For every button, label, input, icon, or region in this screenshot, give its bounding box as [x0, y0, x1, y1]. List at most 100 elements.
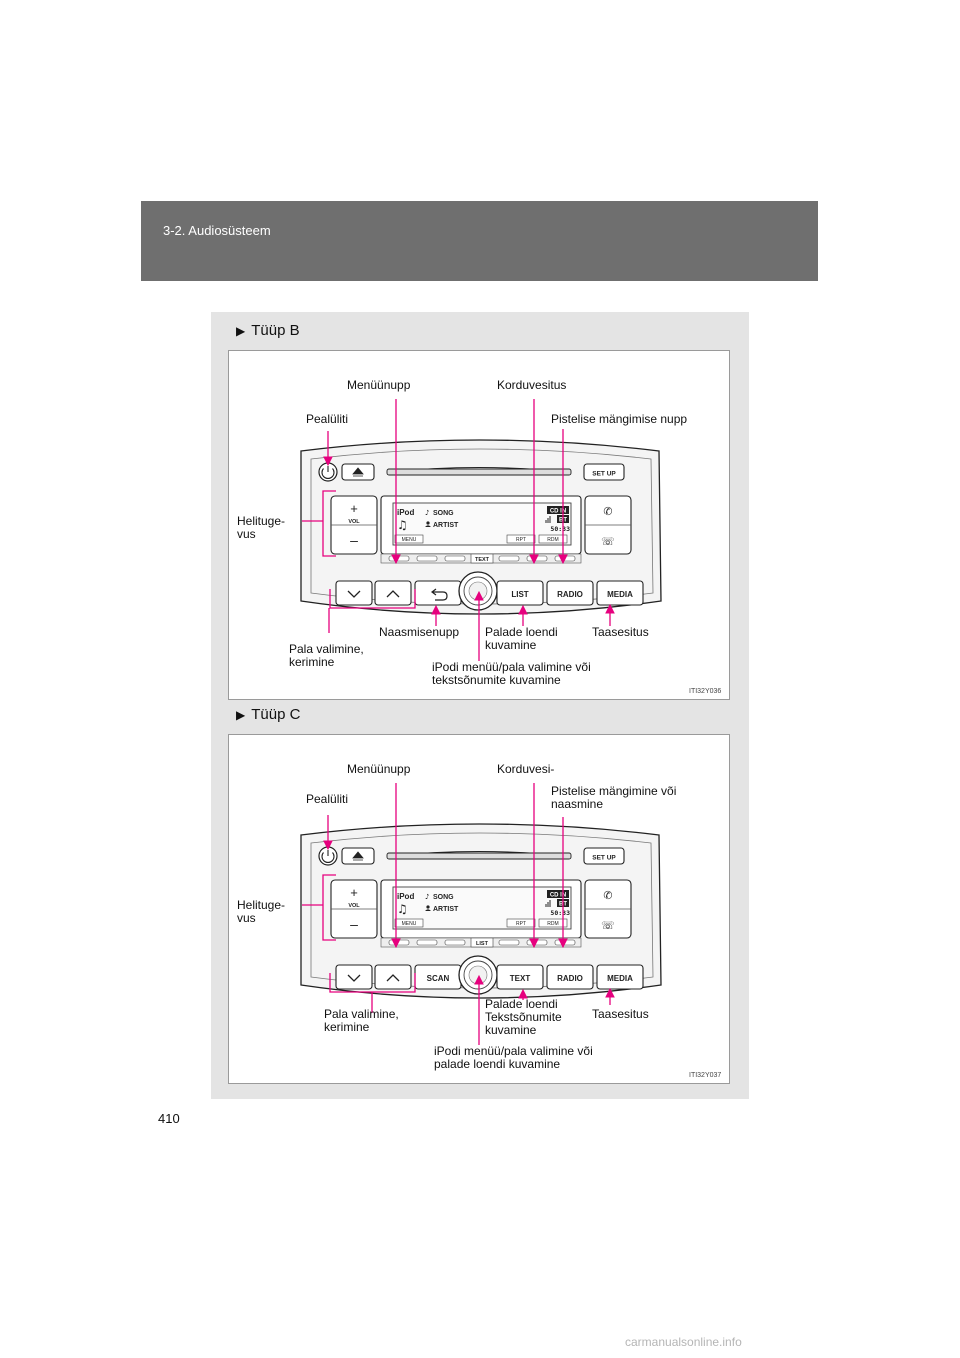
svg-text:MENU: MENU — [402, 921, 417, 927]
radio-button — [546, 580, 594, 606]
list-button — [496, 580, 544, 606]
label-playback: Taasesitus — [592, 1007, 649, 1021]
figure-code: ITI32Y036 — [689, 688, 722, 695]
svg-text:RADIO: RADIO — [557, 590, 583, 599]
label-knob: iPodi menüü/pala valimine või palade loe… — [434, 1044, 593, 1071]
svg-text:SCAN: SCAN — [427, 974, 450, 983]
svg-text:♪: ♪ — [425, 509, 429, 517]
eject-icon — [352, 467, 364, 477]
type-c-figure: SET UP + VOL – iPod ♫ ♪ SONG ARTIST CD I… — [228, 734, 730, 1084]
svg-text:CD IN: CD IN — [550, 509, 566, 515]
media-button — [596, 580, 644, 606]
pointer-right-icon: ▶ — [236, 324, 246, 338]
svg-text:RPT: RPT — [516, 537, 526, 543]
leader-lines — [302, 783, 611, 1045]
svg-text:MEDIA: MEDIA — [607, 974, 633, 983]
svg-text:+: + — [350, 885, 358, 900]
setup-button — [583, 463, 625, 481]
label-track-select: Pala valimine, kerimine — [324, 1007, 399, 1034]
cd-slot — [386, 852, 572, 860]
ipod-label: iPod — [397, 508, 414, 517]
pointer-right-icon: ▶ — [236, 708, 246, 722]
svg-text:TEXT: TEXT — [510, 974, 531, 983]
section-header: 3-2. Audiosüsteem — [141, 201, 818, 281]
cd-slot — [386, 468, 572, 476]
svg-text:–: – — [350, 532, 358, 548]
svg-text:CD IN: CD IN — [550, 893, 566, 899]
radio-button — [546, 964, 594, 990]
eject-icon — [352, 851, 364, 861]
label-shuffle: Pistelise mängimine või naasmine — [551, 784, 677, 811]
power-icon — [321, 850, 335, 864]
chevron-down-icon — [347, 974, 361, 982]
svg-text:MENU: MENU — [402, 537, 417, 543]
phone-hangup-icon: ☏ — [601, 535, 615, 548]
label-volume: Helituge- vus — [237, 898, 286, 925]
artist-icon — [425, 525, 431, 527]
time-readout: 50:33 — [550, 525, 570, 533]
signal-icon — [545, 900, 551, 907]
chevron-up-icon — [386, 974, 400, 982]
track-down-button — [335, 580, 373, 606]
section-header-title: 3-2. Audiosüsteem — [163, 223, 271, 238]
svg-text:RADIO: RADIO — [557, 974, 583, 983]
power-icon — [321, 466, 335, 480]
label-power: Pealüliti — [306, 412, 349, 426]
chevron-down-icon — [347, 590, 361, 598]
vol-label: VOL — [348, 519, 360, 525]
track-up-button — [374, 964, 412, 990]
cd-in-badge — [547, 506, 569, 514]
leader-lines — [302, 399, 611, 661]
label-repeat: Korduvesi- — [497, 762, 555, 776]
phone-pickup-icon: ✆ — [603, 889, 612, 902]
center-key-label: TEXT — [475, 557, 490, 563]
label-volume: Helituge- vus — [237, 514, 286, 541]
setup-label: SET UP — [592, 855, 616, 862]
phone-pickup-icon: ✆ — [603, 505, 612, 518]
back-button — [414, 580, 462, 606]
svg-text:♪: ♪ — [425, 893, 429, 901]
signal-icon — [545, 516, 551, 523]
artist-icon — [425, 909, 431, 911]
artist-label: ARTIST — [433, 906, 459, 913]
label-track-select: Pala valimine, kerimine — [289, 642, 364, 669]
cd-in-badge — [547, 890, 569, 898]
music-note-icon: ♫ — [397, 902, 408, 916]
time-readout: 50:33 — [550, 909, 570, 917]
label-list: Palade loendi Tekstsõnumite kuvamine — [485, 997, 562, 1037]
type-b-radio-illustration: SET UP + VOL – iPod ♫ ♪ SONG ARTIST CD I… — [300, 399, 662, 661]
type-c-radio-illustration: SET UP + VOL – iPod ♫ ♪ SONG ARTIST CD I… — [300, 783, 662, 1045]
svg-text:RDM: RDM — [547, 921, 558, 927]
label-power: Pealüliti — [306, 792, 349, 806]
svg-text:RDM: RDM — [547, 537, 558, 543]
track-up-button — [374, 580, 412, 606]
type-b-title: ▶Tüüp B — [236, 322, 300, 339]
label-list: Palade loendi kuvamine — [485, 625, 558, 652]
track-down-button — [335, 964, 373, 990]
setup-button — [583, 847, 625, 865]
setup-label: SET UP — [592, 471, 616, 478]
media-button — [596, 964, 644, 990]
label-menu-button: Menüünupp — [347, 378, 411, 392]
song-label: SONG — [433, 510, 454, 517]
label-back: Naasmisenupp — [379, 625, 460, 639]
watermark: carmanualsonline.info — [625, 1335, 742, 1349]
figure-code: ITI32Y037 — [689, 1072, 722, 1079]
type-b-figure: SET UP + VOL – iPod ♫ ♪ SONG ARTIST CD I… — [228, 350, 730, 700]
center-key-label: LIST — [476, 941, 489, 947]
svg-text:LIST: LIST — [511, 590, 528, 599]
type-c-title: ▶Tüüp C — [236, 706, 301, 723]
label-menu-button: Menüünupp — [347, 762, 411, 776]
label-playback: Taasesitus — [592, 625, 649, 639]
svg-text:MEDIA: MEDIA — [607, 590, 633, 599]
ipod-label: iPod — [397, 892, 414, 901]
vol-label: VOL — [348, 903, 360, 909]
svg-text:–: – — [350, 916, 358, 932]
svg-text:RPT: RPT — [516, 921, 526, 927]
back-arrow-icon — [431, 588, 448, 601]
svg-text:+: + — [350, 501, 358, 516]
phone-hangup-icon: ☏ — [601, 919, 615, 932]
text-button — [496, 964, 544, 990]
song-label: SONG — [433, 894, 454, 901]
music-note-icon: ♫ — [397, 518, 408, 532]
